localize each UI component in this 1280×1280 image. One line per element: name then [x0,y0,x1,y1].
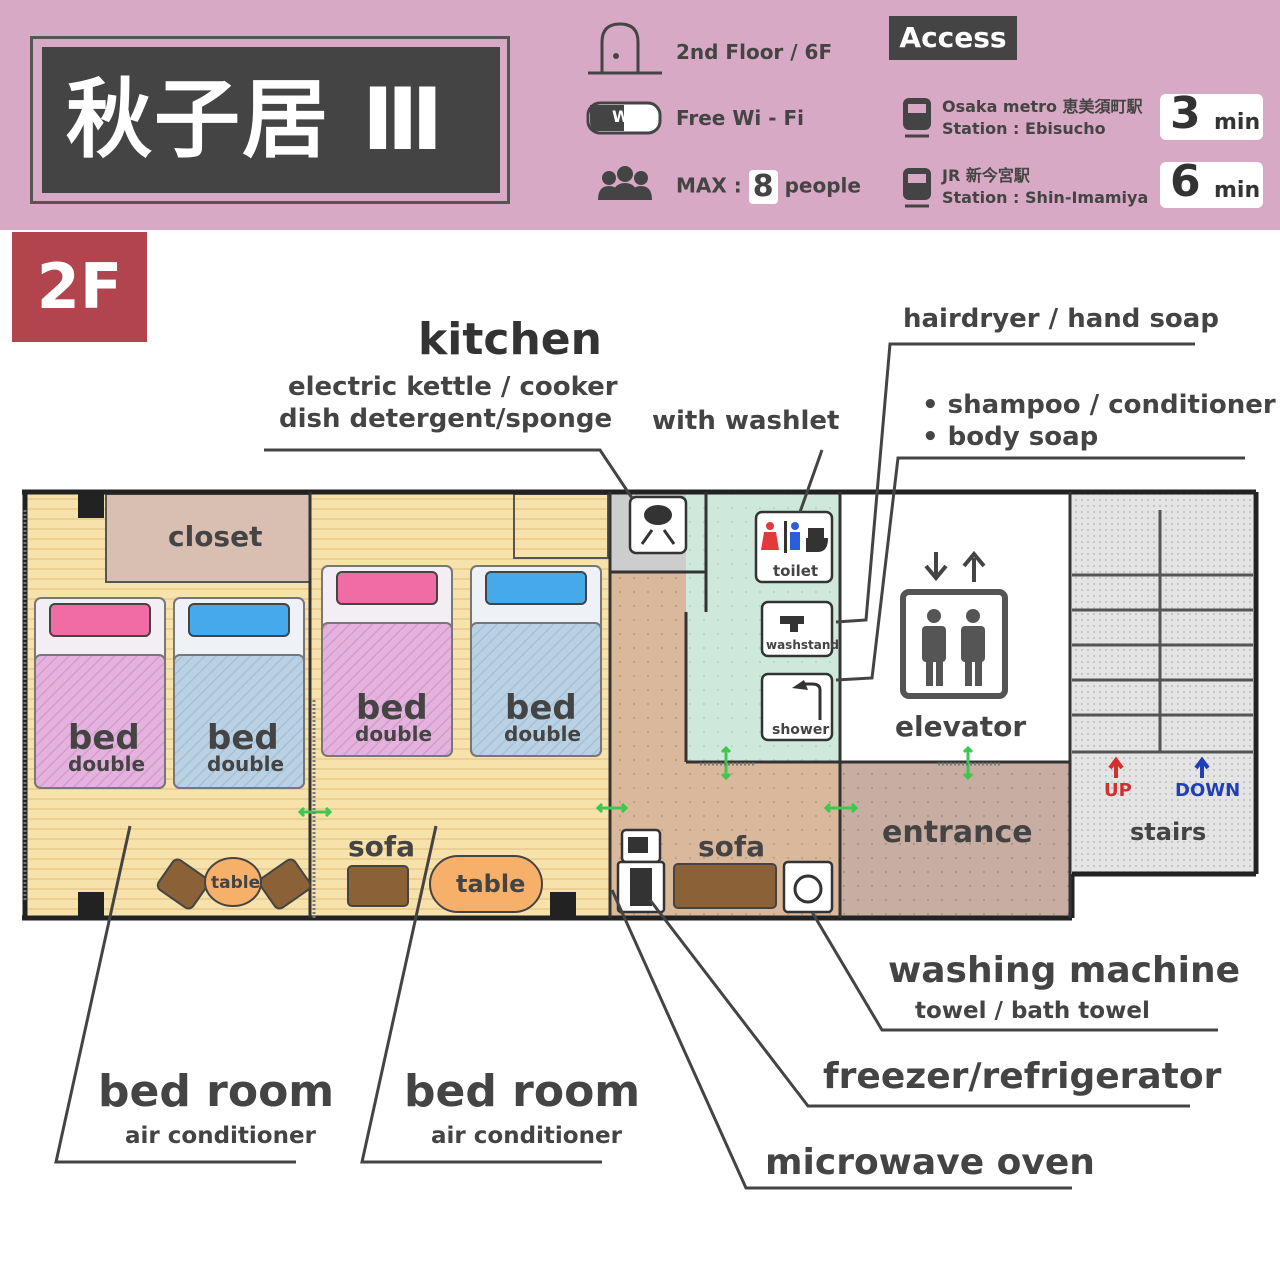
access-badge: Access [889,16,1017,60]
down-arrow-icon [1194,756,1210,778]
up-arrow-icon [1108,756,1124,778]
washing-machine-callout: washing machine [888,950,1241,991]
chair-left [156,858,210,910]
station-line2: Station : Shin-Imamiya [942,188,1149,207]
kitchen-line1: electric kettle / cooker [288,372,618,402]
washing-machine-icon [782,860,834,914]
bed-type-label: double [504,722,582,746]
travel-minutes: 3 [1170,88,1201,139]
washlet-callout: with washlet [652,406,840,436]
travel-time-box: 3 min [1160,88,1263,140]
kitchen-title: kitchen [418,314,602,365]
table-label: table [211,873,261,893]
travel-minutes: 6 [1170,156,1201,207]
shampoo-callout: • shampoo / conditioner [922,390,1276,420]
floor-badge: 2F [12,232,147,342]
toilet-icon [754,510,834,584]
max-occupancy: MAX : 8 people [676,170,861,204]
microwave-callout: microwave oven [765,1142,1095,1183]
washing-machine-sub: towel / bath towel [915,998,1150,1024]
cooker-icon [628,495,688,555]
bed-4 [470,565,602,757]
elevator-label: elevator [895,710,1027,743]
bed-label: bed [68,718,140,758]
sofa-label: sofa [348,830,415,863]
shower-label: shower [772,722,830,738]
stairs-label: stairs [1130,818,1207,846]
washstand-icon [760,600,834,658]
bed-type-label: double [207,752,285,776]
travel-time-box: 6 min [1160,156,1263,208]
wifi-badge-text: WiFi [612,107,656,126]
bed-2 [173,597,305,789]
floor-info: 2nd Floor / 6F [676,40,833,64]
body-soap-callout: • body soap [922,422,1099,452]
microwave-icon [620,828,662,864]
down-label: DOWN [1175,780,1241,801]
table-label: table [456,870,526,898]
sofa-living [673,863,777,909]
hairdryer-callout: hairdryer / hand soap [903,304,1219,334]
wifi-icon [586,101,662,135]
bedroom-sub: air conditioner [125,1123,316,1149]
chair-right [258,858,312,910]
washstand-label: washstand [766,638,839,652]
bed-label: bed [356,688,428,728]
entrance-label: entrance [882,815,1033,850]
leader-lines [54,342,1245,1190]
small-table [204,857,262,907]
station-line2: Station : Ebisucho [942,119,1106,138]
bedroom-sub: air conditioner [431,1123,622,1149]
train-icon [903,168,931,208]
door-icon [588,22,662,75]
closet-label: closet [168,520,263,553]
refrigerator-icon [616,860,666,914]
train-icon [903,98,931,138]
bed-1 [34,597,166,789]
property-title: 秋子居 Ⅲ [42,47,500,193]
kitchen-line2: dish detergent/sponge [279,404,613,434]
max-number: 8 [748,170,778,204]
toilet-label: toilet [773,562,819,580]
up-label: UP [1104,780,1132,801]
elevator-icon [900,550,1008,699]
door-arrows [297,745,974,818]
sofa-bedroom [347,865,409,907]
wifi-info: Free Wi - Fi [676,106,804,130]
title-frame [30,36,510,204]
bed-type-label: double [68,752,146,776]
shower-icon [760,672,834,742]
travel-unit: min [1214,110,1261,135]
max-prefix: MAX : [676,173,742,198]
bed-label: bed [207,718,279,758]
max-suffix: people [784,173,861,198]
bedroom-callout: bed room [98,1066,335,1117]
sofa-label: sofa [698,830,765,863]
station-ebisucho: Osaka metro 恵美須町駅 Station : Ebisucho [942,96,1143,140]
station-line1: Osaka metro 恵美須町駅 [942,97,1143,116]
station-shin-imamiya: JR 新今宮駅 Station : Shin-Imamiya [942,165,1148,209]
bed-3 [321,565,453,757]
fridge-callout: freezer/refrigerator [823,1056,1222,1097]
table-bedroom [429,855,543,913]
bedroom-callout: bed room [404,1066,641,1117]
bed-label: bed [505,688,577,728]
travel-unit: min [1214,178,1261,203]
station-line1: JR 新今宮駅 [942,166,1030,185]
bed-type-label: double [355,722,433,746]
people-icon [598,166,652,200]
